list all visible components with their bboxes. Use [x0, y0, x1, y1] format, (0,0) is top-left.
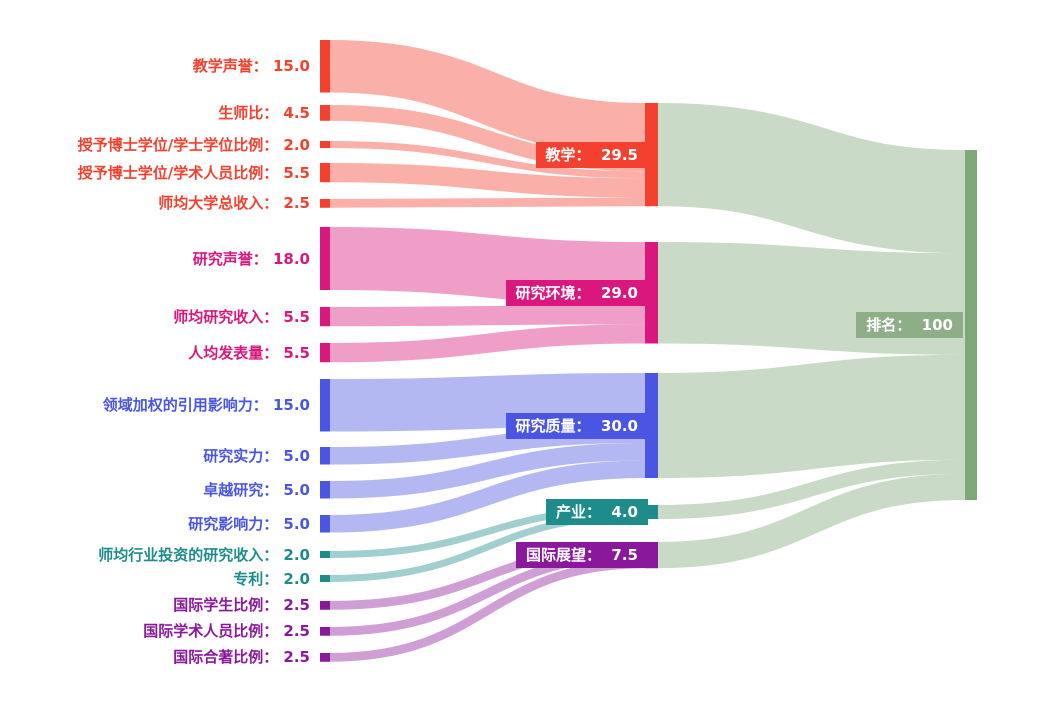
- sankey-node-industry[interactable]: [645, 505, 658, 519]
- sankey-node-label-student_staff_ratio: 生师比： 4.5: [218, 103, 310, 122]
- sankey-node-student_staff_ratio[interactable]: [320, 105, 330, 121]
- sankey-node-label-intl_staff: 国际学术人员比例： 2.5: [143, 622, 310, 641]
- sankey-node-label-industry_income: 师均行业投资的研究收入： 2.0: [98, 545, 310, 564]
- sankey-node-ranking[interactable]: [965, 150, 977, 500]
- sankey-node-intl_staff[interactable]: [320, 627, 330, 636]
- sankey-link-industry-to-ranking: [657, 459, 966, 519]
- sankey-link-research_reputation-to-research_environment: [329, 227, 646, 305]
- sankey-node-teaching_reputation[interactable]: [320, 40, 330, 93]
- sankey-node-research_environment[interactable]: [645, 242, 658, 344]
- sankey-node-label-patents: 专利： 2.0: [233, 569, 310, 588]
- sankey-node-research_excellence[interactable]: [320, 481, 330, 499]
- sankey-node-label-research_excellence: 卓越研究： 5.0: [203, 480, 310, 499]
- sankey-link-doctorate_staff_ratio-to-teaching: [329, 163, 646, 198]
- sankey-link-research_influence-to-research_quality: [329, 460, 646, 533]
- sankey-node-patents[interactable]: [320, 575, 330, 582]
- sankey-node-label-intl_coauthorship: 国际合著比例： 2.5: [173, 648, 310, 667]
- sankey-link-citation_impact-to-research_quality: [329, 373, 646, 432]
- sankey-link-doctorate_bachelor_ratio-to-teaching: [329, 141, 646, 179]
- sankey-node-label-international_outlook[interactable]: 国际展望： 7.5: [515, 542, 648, 569]
- sankey-node-intl_students[interactable]: [320, 601, 330, 610]
- sankey-link-intl_coauthorship-to-international_outlook: [329, 559, 646, 662]
- sankey-node-label-ranking[interactable]: 排名： 100: [856, 312, 963, 338]
- sankey-node-label-research_reputation: 研究声誉： 18.0: [192, 249, 310, 268]
- sankey-node-international_outlook[interactable]: [645, 542, 658, 569]
- sankey-node-label-publications_per_capita: 人均发表量： 5.5: [188, 343, 310, 362]
- sankey-node-label-citation_impact: 领域加权的引用影响力： 15.0: [102, 396, 310, 415]
- sankey-node-research_influence[interactable]: [320, 515, 330, 533]
- sankey-node-label-teaching_reputation: 教学声誉： 15.0: [192, 57, 310, 76]
- sankey-node-intl_coauthorship[interactable]: [320, 653, 330, 662]
- sankey-node-label-research_strength: 研究实力： 5.0: [203, 446, 310, 465]
- sankey-link-international_outlook-to-ranking: [657, 473, 966, 569]
- sankey-node-research_income[interactable]: [320, 307, 330, 327]
- sankey-node-industry_income[interactable]: [320, 551, 330, 558]
- sankey-node-label-teaching[interactable]: 教学： 29.5: [535, 141, 648, 168]
- sankey-node-label-research_environment[interactable]: 研究环境： 29.0: [505, 279, 648, 306]
- sankey-node-label-doctorate_bachelor_ratio: 授予博士学位/学士学位比例： 2.0: [77, 135, 310, 154]
- sankey-node-citation_impact[interactable]: [320, 379, 330, 432]
- sankey-link-research_income-to-research_environment: [329, 305, 646, 327]
- sankey-node-label-institutional_income: 师均大学总收入： 2.5: [158, 194, 310, 213]
- sankey-link-publications_per_capita-to-research_environment: [329, 324, 646, 363]
- sankey-node-label-intl_students: 国际学生比例： 2.5: [173, 596, 310, 615]
- sankey-node-label-research_income: 师均研究收入： 5.5: [173, 307, 310, 326]
- sankey-link-research_quality-to-ranking: [657, 354, 966, 478]
- sankey-link-research_environment-to-ranking: [657, 242, 966, 355]
- sankey-link-research_excellence-to-research_quality: [329, 443, 646, 499]
- sankey-link-teaching_reputation-to-teaching: [329, 40, 646, 156]
- sankey-node-label-research_quality[interactable]: 研究质量： 30.0: [505, 412, 648, 439]
- sankey-node-doctorate_staff_ratio[interactable]: [320, 163, 330, 183]
- sankey-node-label-research_influence: 研究影响力： 5.0: [188, 514, 310, 533]
- sankey-node-research_quality[interactable]: [645, 373, 658, 478]
- sankey-node-label-industry[interactable]: 产业： 4.0: [545, 499, 648, 525]
- sankey-node-research_reputation[interactable]: [320, 227, 330, 290]
- sankey-node-teaching[interactable]: [645, 103, 658, 207]
- sankey-node-publications_per_capita[interactable]: [320, 343, 330, 363]
- sankey-link-teaching-to-ranking: [657, 103, 966, 254]
- sankey-node-institutional_income[interactable]: [320, 199, 330, 208]
- sankey-link-institutional_income-to-teaching: [329, 197, 646, 208]
- sankey-node-doctorate_bachelor_ratio[interactable]: [320, 141, 330, 148]
- sankey-node-label-doctorate_staff_ratio: 授予博士学位/学术人员比例： 5.5: [77, 163, 310, 182]
- sankey-node-research_strength[interactable]: [320, 447, 330, 465]
